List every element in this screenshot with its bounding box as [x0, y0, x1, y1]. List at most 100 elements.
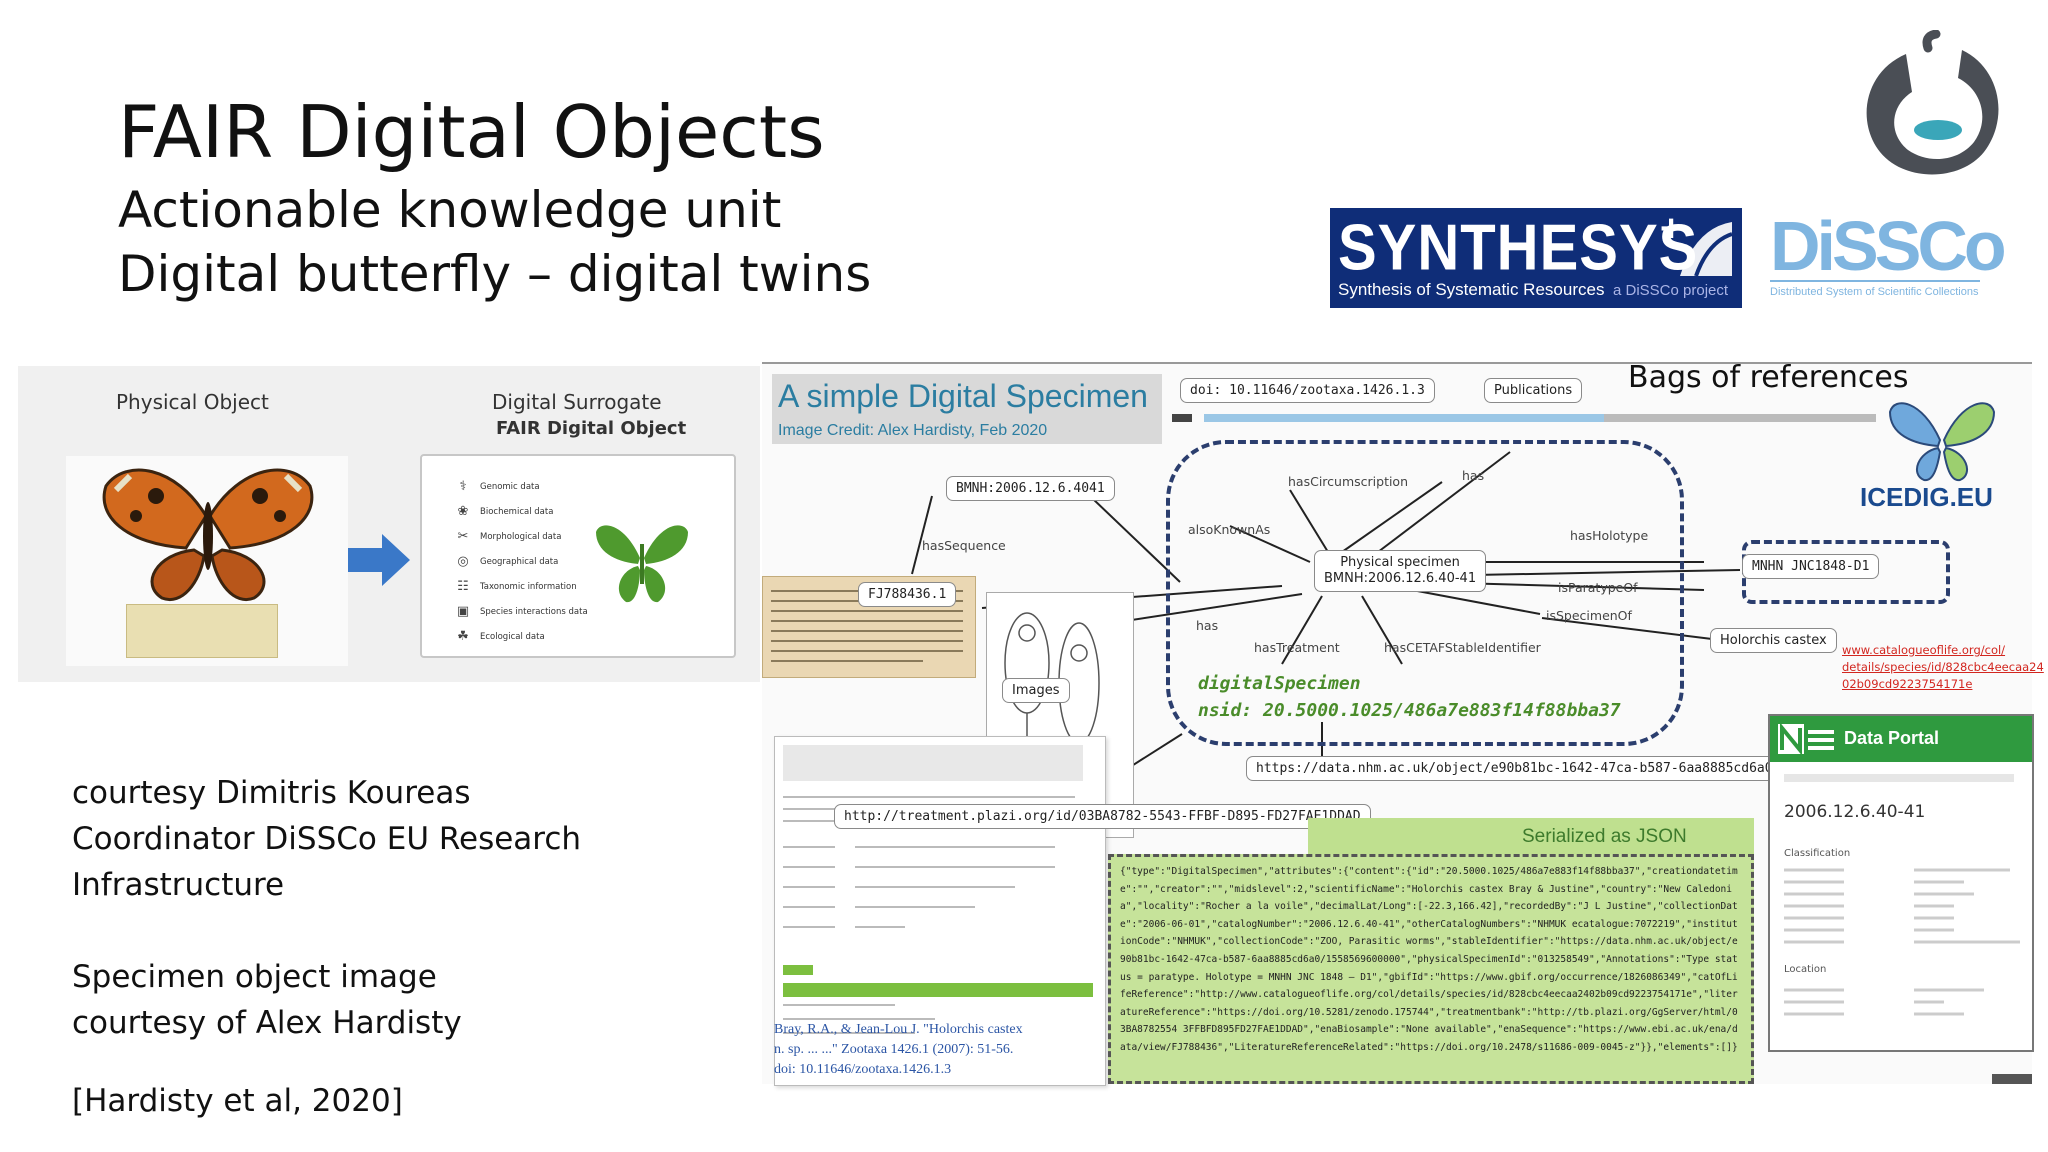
edge-hassequence: hasSequence	[922, 538, 1006, 553]
sequence-pill: FJ788436.1	[858, 582, 957, 607]
data-portal-table-lines	[1784, 868, 2020, 944]
grey-bar	[1604, 414, 1876, 422]
data-portal-location: Location	[1784, 964, 1827, 975]
synthesys-logo-word: SYNTHESYS	[1338, 211, 1699, 284]
bibliographic-line-1: Bray, R.A., & Jean-Lou J. "Holorchis cas…	[774, 1022, 1023, 1037]
edge-hascetafstableidentifier: hasCETAFStableIdentifier	[1384, 640, 1541, 655]
tree-icon: ☷	[457, 579, 469, 594]
blue-bar	[1204, 414, 1608, 422]
dissco-logo: DiSSCo Distributed System of Scientific …	[1768, 207, 2007, 308]
physical-object-label: Physical Object	[116, 390, 269, 414]
edge-alsoknownas: alsoKnownAs	[1188, 522, 1271, 537]
serialized-json-band	[1308, 818, 1754, 856]
data-portal-header: Data Portal	[1770, 716, 2032, 762]
nhm-data-portal-thumbnail: Data Portal 2006.12.6.40-41 Classificati…	[1768, 714, 2034, 1052]
slide-title: FAIR Digital Objects	[118, 90, 825, 174]
treatment-document-thumbnail	[774, 736, 1106, 1086]
data-type-item: ☷ Taxonomic information	[454, 574, 588, 599]
bags-of-references-label: Bags of references	[1628, 360, 1909, 395]
catalogue-link-line-1: www.catalogueoflife.org/col/	[1842, 643, 2006, 657]
doi-pill: doi: 10.11646/zootaxa.1426.1.3	[1180, 378, 1435, 403]
credit-line-3: Infrastructure	[72, 867, 285, 903]
synthesys-logo-tag: a DiSSCo project	[1613, 282, 1729, 299]
data-portal-nav	[1784, 774, 2014, 782]
digital-specimen-title-box: A simple Digital Specimen Image Credit: …	[772, 374, 1162, 444]
habitat-icon: ☘	[457, 629, 469, 644]
data-portal-classification: Classification	[1784, 848, 1851, 859]
data-type-label: Geographical data	[480, 556, 559, 567]
green-butterfly-icon	[596, 525, 688, 603]
fair-digital-object-label: FAIR Digital Object	[496, 418, 687, 439]
icedig-butterfly-icon	[1888, 402, 1996, 482]
digital-specimen-credit: Image Credit: Alex Hardisty, Feb 2020	[778, 422, 1048, 439]
data-type-list: ⚕ Genomic data ❀ Biochemical data ✂ Morp…	[454, 474, 588, 649]
catalogue-link-line-2: details/species/id/828cbc4eecaa24	[1842, 660, 2044, 674]
dark-bar	[1172, 414, 1192, 422]
edge-isspecimenof: isSpecimenOf	[1546, 608, 1632, 623]
dissco-logo-rule	[1770, 280, 1980, 282]
data-type-label: Genomic data	[480, 481, 540, 492]
digital-specimen-dashed-boundary	[1166, 440, 1684, 746]
credit-line-1: courtesy Dimitris Koureas	[72, 775, 471, 811]
data-type-label: Ecological data	[480, 631, 545, 642]
data-type-label: Taxonomic information	[480, 581, 577, 592]
data-type-label: Biochemical data	[480, 506, 554, 517]
subtitle-line-1: Actionable knowledge unit	[118, 181, 782, 239]
dna-icon: ⚕	[459, 479, 467, 494]
edge-hascircumscription: hasCircumscription	[1288, 474, 1409, 489]
bmnh-id-pill: BMNH:2006.12.6.4041	[946, 476, 1115, 501]
edge-isparatypeof: isParatypeOf	[1558, 580, 1638, 595]
subtitle-line-2: Digital butterfly – digital twins	[118, 245, 872, 303]
caliper-icon: ✂	[457, 529, 469, 544]
data-type-item: ⚕ Genomic data	[454, 474, 588, 499]
data-type-item: ✂ Morphological data	[454, 524, 588, 549]
digital-surrogate-label: Digital Surrogate	[492, 390, 662, 414]
json-serialization-box: {"type":"DigitalSpecimen","attributes":{…	[1108, 854, 1754, 1084]
flask-logo-icon	[1866, 30, 1999, 175]
butterfly-specimen-photo	[66, 456, 348, 666]
bibliographic-line-3: doi: 10.11646/zootaxa.1426.1.3	[774, 1062, 952, 1077]
physical-specimen-node: Physical specimen BMNH:2006.12.6.40-41	[1314, 550, 1487, 592]
slide-nav-bar	[1992, 1074, 2032, 1084]
data-type-label: Morphological data	[480, 531, 562, 542]
molecule-icon: ❀	[457, 504, 469, 519]
publications-pill: Publications	[1484, 378, 1583, 403]
physical-specimen-label: Physical specimen	[1340, 555, 1460, 570]
synthesys-wing-icon	[1680, 222, 1733, 277]
digital-specimen-figure: A simple Digital Specimen Image Credit: …	[762, 360, 2044, 1086]
synthesys-logo-subtitle: Synthesis of Systematic Resources	[1338, 280, 1605, 299]
treatment-document-lines	[783, 745, 1093, 1034]
serialized-as-json-label: Serialized as JSON	[1522, 826, 1687, 847]
images-pill: Images	[1002, 678, 1070, 703]
data-type-item: ❀ Biochemical data	[454, 499, 588, 524]
globe-icon: ◎	[457, 554, 469, 569]
physical-specimen-id: BMNH:2006.12.6.40-41	[1324, 571, 1477, 586]
plazi-url-pill[interactable]: http://treatment.plazi.org/id/03BA8782-5…	[834, 804, 1371, 829]
data-type-item: ▣ Species interactions data	[454, 599, 588, 624]
digital-specimen-title: A simple Digital Specimen	[778, 378, 1148, 414]
digital-specimen-label: digitalSpecimen	[1198, 673, 1361, 694]
dissco-logo-subtitle: Distributed System of Scientific Collect…	[1770, 286, 1979, 298]
holorchis-pill: Holorchis castex	[1710, 628, 1837, 653]
edge-hastreatment: hasTreatment	[1254, 640, 1340, 655]
credit-line-5: courtesy of Alex Hardisty	[72, 1005, 462, 1041]
edge-has-top: has	[1462, 468, 1485, 483]
credit-line-4: Specimen object image	[72, 959, 437, 995]
catalogue-of-life-link[interactable]: www.catalogueoflife.org/col/ details/spe…	[1842, 642, 2044, 693]
nhm-logo-icon	[1778, 724, 1834, 754]
data-type-item: ☘ Ecological data	[454, 624, 588, 649]
synthesys-logo: SYNTHESYS + Synthesis of Systematic Reso…	[1330, 208, 1742, 308]
dissco-logo-word: DiSSCo	[1770, 207, 2007, 285]
catalogue-link-line-3: 02b09cd9223754171e	[1842, 677, 1973, 691]
data-portal-specimen-id: 2006.12.6.40-41	[1784, 802, 1926, 822]
edge-has-bottom: has	[1196, 618, 1219, 633]
digital-surrogate-box: ⚕ Genomic data ❀ Biochemical data ✂ Morp…	[420, 454, 736, 658]
specimen-label-tag	[126, 604, 278, 658]
edge-hasholotype: hasHolotype	[1570, 528, 1649, 543]
bibliographic-line-2: n. sp. ... ..." Zootaxa 1426.1 (2007): 5…	[774, 1042, 1014, 1057]
mnhn-pill: MNHN JNC1848-D1	[1742, 554, 1880, 579]
credit-line-2: Coordinator DiSSCo EU Research	[72, 821, 582, 857]
data-portal-title: Data Portal	[1844, 728, 1940, 748]
digital-specimen-id: digitalSpecimen nsid: 20.5000.1025/486a7…	[1198, 670, 1621, 724]
citation: [Hardisty et al, 2020]	[72, 1083, 403, 1119]
